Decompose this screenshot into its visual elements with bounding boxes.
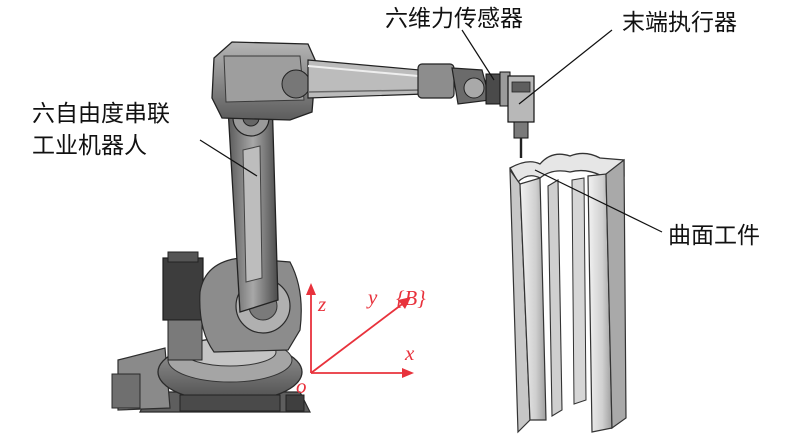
end-effector — [507, 75, 535, 158]
force-sensor-label: 六维力传感器 — [385, 6, 523, 32]
robot-forearm — [307, 59, 425, 99]
robot-label-line2: 工业机器人 — [32, 133, 147, 159]
end-effector-leader — [518, 29, 613, 105]
robot-leader — [199, 139, 258, 177]
z-axis-label: z — [317, 292, 326, 316]
frame-name-label: {B} — [396, 286, 426, 310]
leader-lines — [199, 29, 663, 233]
robot-label-line1: 六自由度串联 — [32, 101, 170, 127]
origin-label: o — [296, 374, 307, 398]
end-effector-label: 末端执行器 — [622, 10, 737, 36]
force-sensor-leader — [461, 29, 495, 81]
workpiece-label: 曲面工件 — [668, 223, 760, 249]
y-axis-arrowhead — [398, 297, 411, 309]
y-axis-line — [310, 301, 406, 374]
curved-workpiece — [509, 152, 627, 434]
coordinate-frame-b: z y x o {B} — [296, 283, 426, 398]
workpiece-leader — [534, 169, 663, 233]
y-axis-label: y — [366, 285, 378, 309]
robot-wrist — [417, 63, 491, 105]
x-axis-arrowhead — [402, 368, 414, 378]
z-axis-arrowhead — [306, 283, 316, 295]
robot-motor-housing — [162, 251, 204, 361]
robot-upper-arm-housing — [211, 41, 317, 121]
force-sensor — [485, 71, 511, 107]
x-axis-label: x — [404, 341, 415, 365]
